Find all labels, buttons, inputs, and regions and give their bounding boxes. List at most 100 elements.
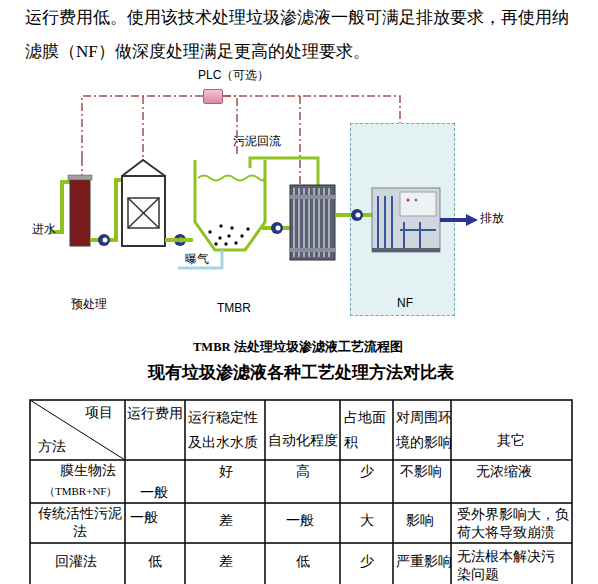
pump-symbol bbox=[174, 234, 186, 246]
column-line bbox=[264, 400, 266, 584]
table-cell: 对周围环境的影响 bbox=[396, 405, 453, 455]
control-line bbox=[223, 96, 400, 123]
pump-symbol bbox=[98, 234, 110, 246]
bubble bbox=[214, 242, 217, 245]
bubble bbox=[224, 242, 227, 245]
column-line bbox=[184, 400, 186, 584]
flow-label: 进水 bbox=[32, 222, 56, 236]
tower-roof bbox=[122, 160, 165, 176]
table-cell: 差 bbox=[219, 512, 233, 530]
diagonal-header-line bbox=[30, 400, 125, 460]
table-cell: 少 bbox=[360, 553, 374, 571]
module-band bbox=[290, 248, 335, 252]
bubble bbox=[227, 234, 230, 237]
module-band bbox=[290, 195, 335, 199]
pump-eye bbox=[103, 238, 108, 243]
tmbr-stage: TMBR bbox=[193, 155, 337, 262]
table-cell: 运行稳定性及出水水质 bbox=[188, 405, 264, 455]
bubble bbox=[240, 234, 243, 237]
nf-stage: NF bbox=[350, 123, 455, 316]
flow-label: 污泥回流 bbox=[233, 134, 281, 148]
bubble bbox=[219, 224, 222, 227]
table-cell: 回灌法 bbox=[55, 553, 97, 571]
water-surface bbox=[198, 176, 264, 181]
node-label: NF bbox=[397, 296, 413, 310]
table-cell: 影响 bbox=[406, 512, 434, 530]
table-cell: 好 bbox=[219, 463, 233, 481]
filter-cross bbox=[128, 198, 159, 228]
table-cell: 低 bbox=[296, 553, 310, 571]
row-line bbox=[30, 542, 572, 544]
air-bubbles bbox=[208, 224, 249, 245]
control-line bbox=[299, 96, 301, 185]
table-cell: 一般 bbox=[286, 512, 314, 530]
arrow-head bbox=[466, 214, 478, 226]
table-cell: 其它 bbox=[497, 432, 525, 450]
column-line bbox=[392, 400, 394, 584]
tube bbox=[323, 188, 325, 257]
filter-cross bbox=[128, 198, 159, 228]
table-cell: 低 bbox=[148, 553, 162, 571]
table-cell: 一般 bbox=[130, 509, 158, 527]
pretreatment-stage: 预处理 bbox=[62, 158, 168, 252]
bubble bbox=[230, 226, 233, 229]
table-grid bbox=[30, 400, 572, 584]
column-line bbox=[124, 400, 126, 584]
control-line bbox=[82, 96, 203, 158]
membrane-tubes bbox=[294, 188, 329, 257]
pipe bbox=[90, 180, 124, 240]
table-cell: 严重影响 bbox=[396, 553, 452, 571]
bioreactor-tank bbox=[195, 160, 265, 250]
table-cell: 受外界影响大，负荷大将导致崩溃 bbox=[457, 506, 571, 542]
pipe bbox=[262, 226, 292, 230]
row-line bbox=[30, 502, 572, 504]
node-label: PLC（可选） bbox=[198, 68, 269, 82]
node-label: TMBR bbox=[217, 301, 251, 315]
tube bbox=[298, 188, 300, 257]
table-cell: 高 bbox=[296, 463, 310, 481]
table-cell: 一般 bbox=[140, 484, 168, 502]
pump-symbol bbox=[271, 222, 283, 234]
pump-body bbox=[174, 234, 186, 246]
flow-label: 曝气 bbox=[185, 252, 209, 266]
filter-tower bbox=[122, 176, 165, 246]
bubble bbox=[218, 236, 221, 239]
aeration-pipe bbox=[178, 250, 222, 268]
table-cell: （TMBR+NF） bbox=[44, 484, 117, 498]
table-cell: 传统活性污泥法 bbox=[37, 505, 123, 541]
node-label: 预处理 bbox=[71, 297, 107, 311]
table-cell: 占地面积 bbox=[344, 405, 390, 455]
table-border bbox=[30, 400, 572, 584]
pump-body bbox=[271, 222, 283, 234]
flow-label: 排放 bbox=[480, 211, 504, 225]
row-line bbox=[30, 459, 572, 461]
membrane-module bbox=[290, 185, 335, 260]
pump-eye bbox=[179, 238, 184, 243]
bubble bbox=[234, 241, 237, 244]
bubble bbox=[246, 227, 249, 230]
tube bbox=[318, 188, 320, 257]
control-line bbox=[81, 158, 83, 178]
filter-media bbox=[128, 198, 159, 228]
sludge-return-pipe bbox=[250, 158, 318, 185]
tube bbox=[308, 188, 310, 257]
control-line bbox=[142, 96, 144, 162]
pretreatment-column bbox=[70, 178, 90, 246]
body-paragraph: 运行费用低。使用该技术处理垃圾渗滤液一般可满足排放要求，再使用纳滤膜（NF）做深… bbox=[25, 1, 580, 69]
table-cell: 无法根本解决污染问题 bbox=[457, 548, 557, 584]
table-cell: 膜生物法 bbox=[60, 462, 116, 480]
pump-body bbox=[98, 234, 110, 246]
table-cell: 项目 bbox=[85, 404, 113, 422]
pipe bbox=[165, 238, 169, 242]
table-cell: 运行费用 bbox=[127, 405, 183, 423]
table-title: 现有垃圾渗滤液各种工艺处理方法对比表 bbox=[148, 362, 454, 384]
tube bbox=[293, 188, 295, 257]
table-cell: 自动化程度 bbox=[268, 432, 338, 450]
pipe bbox=[335, 213, 338, 217]
table-cell: 少 bbox=[360, 463, 374, 481]
table-cell: 方法 bbox=[38, 438, 66, 456]
tube bbox=[328, 188, 330, 257]
pump-eye bbox=[276, 226, 281, 231]
process-pipe bbox=[168, 238, 193, 242]
process-pipe bbox=[337, 213, 350, 217]
